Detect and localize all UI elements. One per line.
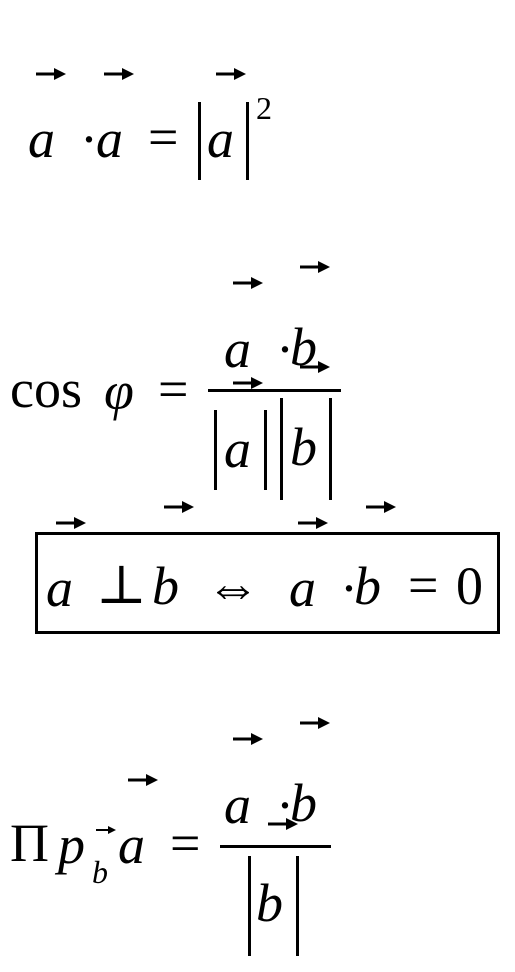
abs-bar-left bbox=[198, 102, 201, 180]
var-b: b bbox=[290, 317, 317, 377]
var-a: a bbox=[224, 319, 251, 379]
var-a: a bbox=[289, 558, 316, 618]
equals-sign: = bbox=[170, 813, 201, 873]
dot-operator: · bbox=[276, 319, 294, 379]
var-b: b bbox=[354, 556, 381, 616]
abs-bar bbox=[329, 398, 332, 500]
vector-arrow-icon bbox=[300, 361, 332, 373]
abs-bar bbox=[248, 856, 251, 956]
vector-arrow-icon bbox=[233, 277, 265, 289]
var-a: a bbox=[224, 419, 251, 479]
var-phi: φ bbox=[104, 361, 134, 421]
cos-function: cos bbox=[10, 359, 82, 419]
fraction-bar bbox=[208, 389, 341, 392]
abs-bar bbox=[296, 856, 299, 956]
vector-arrow-icon bbox=[233, 733, 265, 745]
vector-arrow-icon bbox=[268, 818, 300, 830]
abs-bar bbox=[264, 410, 267, 490]
var-p: p bbox=[58, 815, 85, 875]
boxed-orthogonality-formula bbox=[35, 532, 500, 634]
vector-arrow-icon bbox=[300, 717, 332, 729]
vector-arrow-icon bbox=[36, 68, 68, 80]
vector-arrow-icon bbox=[96, 826, 116, 834]
equals-sign: = bbox=[408, 555, 439, 615]
vector-arrow-icon bbox=[233, 377, 265, 389]
perpendicular-sign: ⊥ bbox=[96, 555, 147, 615]
equals-sign: = bbox=[158, 359, 189, 419]
var-a: a bbox=[118, 815, 145, 875]
exponent-two: 2 bbox=[256, 90, 272, 126]
var-b: b bbox=[152, 556, 179, 616]
zero-digit: 0 bbox=[456, 556, 483, 616]
var-a: a bbox=[28, 109, 55, 169]
var-b: b bbox=[290, 417, 317, 477]
abs-bar bbox=[280, 398, 283, 500]
var-b: b bbox=[256, 873, 283, 933]
dot-operator: · bbox=[80, 109, 98, 169]
vector-arrow-icon bbox=[164, 501, 196, 513]
dot-operator: · bbox=[340, 558, 358, 618]
subscript-b: b bbox=[92, 854, 108, 890]
vector-arrow-icon bbox=[104, 68, 136, 80]
var-a: a bbox=[46, 558, 73, 618]
fraction-bar bbox=[220, 845, 331, 848]
abs-bar bbox=[214, 410, 217, 490]
var-a: a bbox=[96, 109, 123, 169]
vector-arrow-icon bbox=[300, 261, 332, 273]
vector-arrow-icon bbox=[56, 517, 88, 529]
abs-bar-right bbox=[246, 102, 249, 180]
var-a: a bbox=[207, 109, 234, 169]
var-b: b bbox=[290, 773, 317, 833]
equals-sign: = bbox=[148, 107, 179, 167]
equivalence-sign: ⇔ bbox=[206, 557, 260, 617]
projection-capital-pi: Π bbox=[10, 813, 49, 873]
vector-arrow-icon bbox=[216, 68, 248, 80]
var-a: a bbox=[224, 775, 251, 835]
dot-operator: · bbox=[276, 775, 294, 835]
vector-arrow-icon bbox=[366, 501, 398, 513]
vector-arrow-icon bbox=[128, 774, 160, 786]
vector-arrow-icon bbox=[298, 517, 330, 529]
